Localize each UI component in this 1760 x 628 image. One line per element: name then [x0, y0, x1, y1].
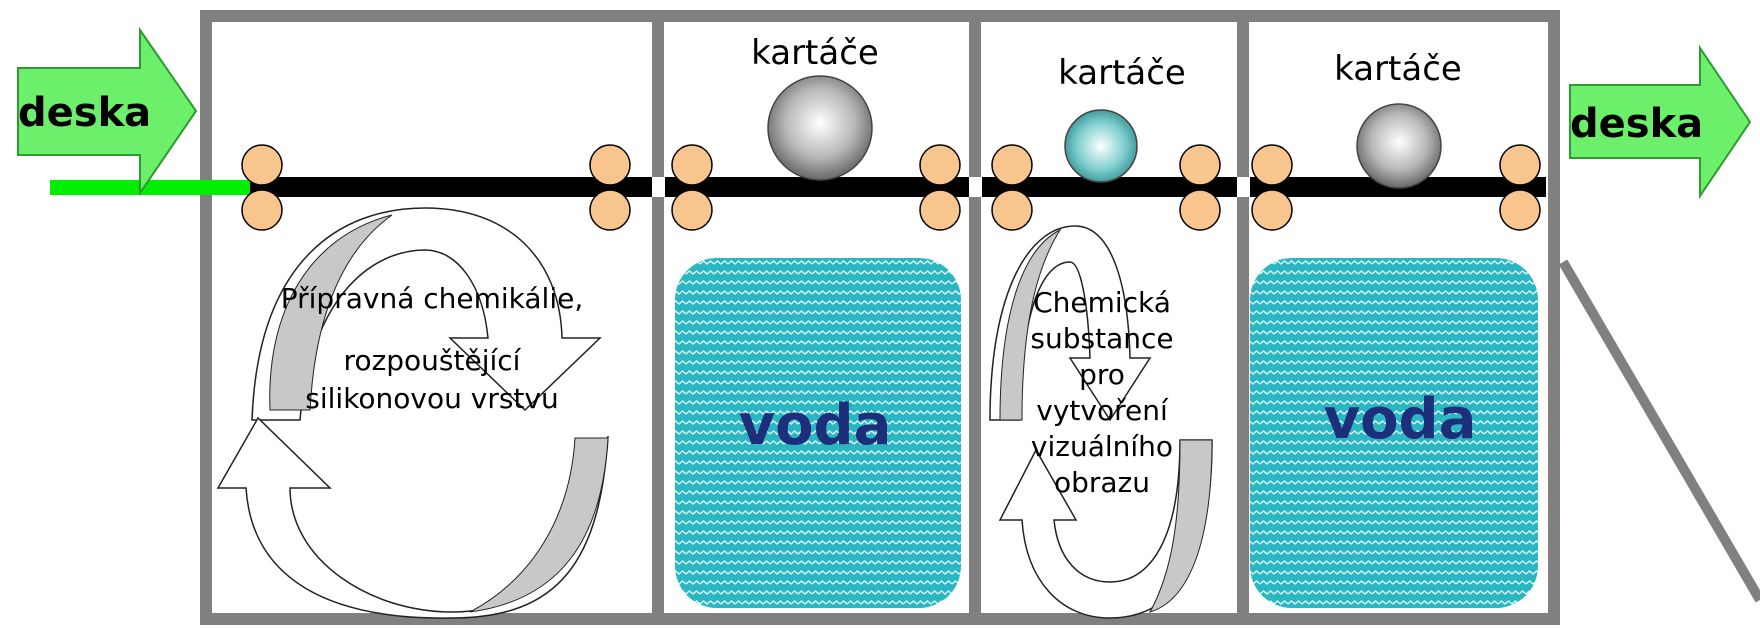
conveyor-belt-gaps [652, 177, 1250, 197]
tank-frames [200, 10, 1560, 625]
brush-gray-stage2 [767, 75, 873, 181]
roller-5-top [1179, 144, 1221, 186]
water-tank-stage2 [675, 258, 961, 608]
roller-2-top [671, 144, 713, 186]
rollers [241, 144, 1541, 231]
output-label: deska [1570, 101, 1703, 147]
input-arrow: deska [17, 26, 198, 197]
stage1-text-line2: rozpouštějící [344, 344, 522, 377]
stage3-text-line-2: substance [1030, 322, 1173, 355]
brush-label-stage2: kartáče [751, 33, 879, 73]
stage3-text-line-6: obrazu [1054, 466, 1150, 499]
brush-teal-stage3 [1064, 109, 1138, 183]
stage1-text-line3: silikonovou vrstvu [305, 382, 558, 415]
roller-4-bottom [991, 189, 1033, 231]
stage3-text-line-1: Chemická [1033, 286, 1171, 319]
roller-0-top [241, 144, 283, 186]
stage3-text-line-4: vytvoření [1036, 394, 1169, 427]
water-label-stage4: voda [1324, 387, 1477, 452]
stage3-cycle-arrows [989, 225, 1213, 619]
roller-3-bottom [919, 189, 961, 231]
brush-gray-stage4 [1356, 103, 1442, 189]
water-label-stage2: voda [739, 393, 892, 458]
roller-7-bottom [1499, 189, 1541, 231]
roller-5-bottom [1179, 189, 1221, 231]
brush-label-stage3: kartáče [1058, 53, 1186, 93]
roller-1-bottom [589, 189, 631, 231]
water-tank-stage4 [1250, 258, 1538, 608]
stage3-text: Chemickásubstanceprovytvořenívizuálníhoo… [1030, 286, 1173, 499]
input-belt [50, 180, 250, 195]
roller-1-top [589, 144, 631, 186]
exit-slope-line [1558, 259, 1760, 603]
brush-label-stage4: kartáče [1334, 49, 1462, 89]
conveyor-belt [250, 177, 1546, 197]
roller-3-top [919, 144, 961, 186]
roller-6-bottom [1251, 189, 1293, 231]
stage3-text-line-5: vizuálního [1031, 430, 1173, 463]
roller-4-top [991, 144, 1033, 186]
roller-7-top [1499, 144, 1541, 186]
stage1-text-line1: Přípravná chemikálie, [281, 282, 584, 315]
roller-0-bottom [241, 189, 283, 231]
stage3-text-line-3: pro [1079, 358, 1125, 391]
roller-6-top [1251, 144, 1293, 186]
output-arrow: deska [1569, 44, 1752, 200]
stage1-cycle-arrows [216, 207, 609, 619]
input-label: deska [18, 90, 151, 136]
roller-2-bottom [671, 189, 713, 231]
